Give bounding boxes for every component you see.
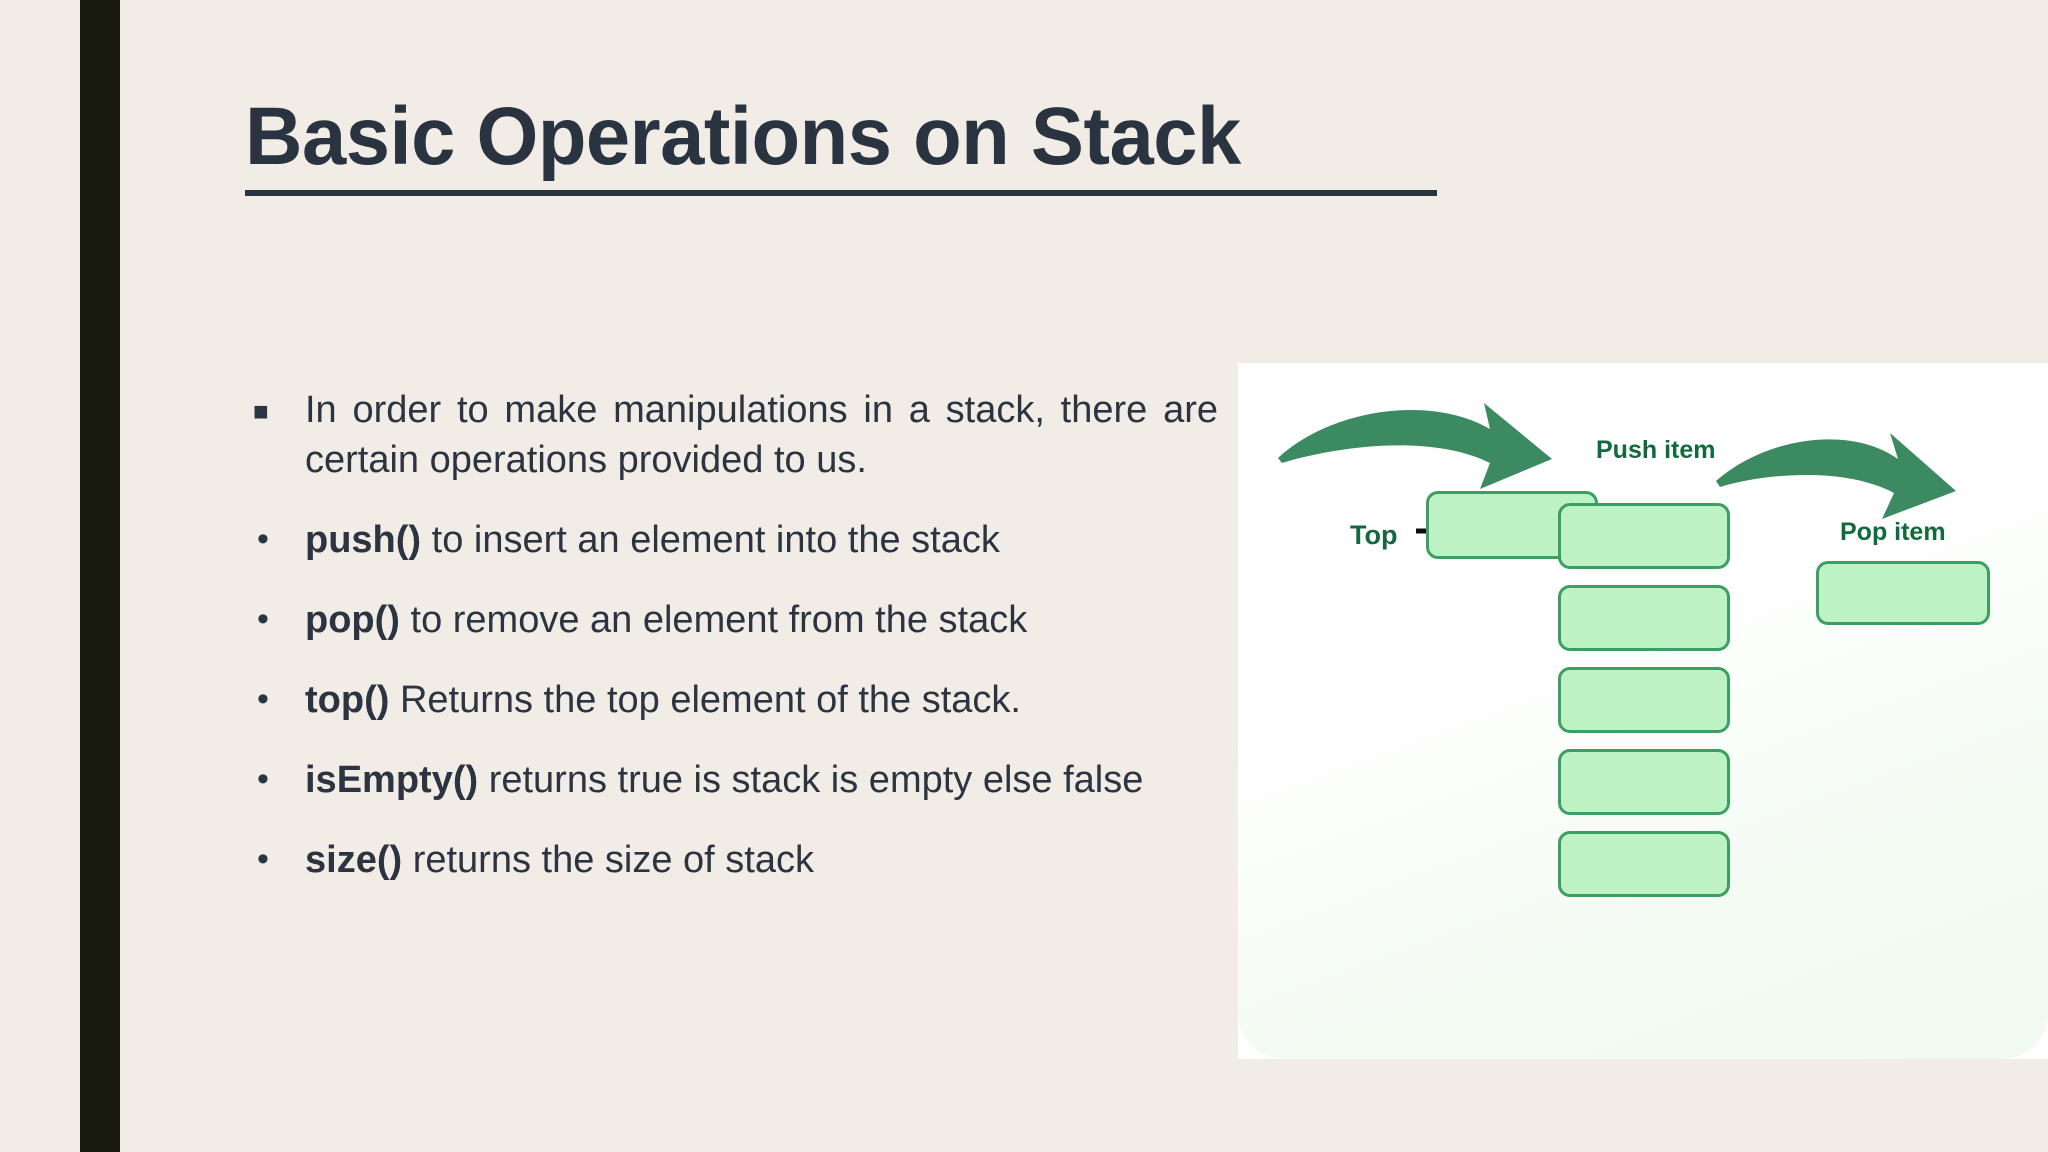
push-arrow-icon	[1278, 403, 1552, 489]
pop-arrow-icon	[1716, 433, 1956, 519]
list-item: • top() Returns the top element of the s…	[243, 675, 1218, 725]
list-item: ■ In order to make manipulations in a st…	[243, 385, 1218, 485]
dot-bullet-icon: •	[257, 840, 269, 878]
list-item-text: In order to make manipulations in a stac…	[305, 389, 1218, 481]
list-item-text: pop() to remove an element from the stac…	[305, 599, 1028, 641]
pop-item-box	[1816, 561, 1990, 625]
dot-bullet-icon: •	[257, 680, 269, 718]
list-item-lead: top()	[305, 679, 390, 721]
list-item-lead: pop()	[305, 599, 400, 641]
list-item: • push() to insert an element into the s…	[243, 515, 1218, 565]
pop-item-label: Pop item	[1840, 518, 1946, 546]
list-item-text: isEmpty() returns true is stack is empty…	[305, 759, 1144, 801]
dot-bullet-icon: •	[257, 520, 269, 558]
bullet-list: ■ In order to make manipulations in a st…	[243, 385, 1218, 885]
dot-bullet-icon: •	[257, 760, 269, 798]
push-item-label: Push item	[1596, 436, 1716, 464]
list-item-text: size() returns the size of stack	[305, 839, 814, 881]
list-item: • size() returns the size of stack	[243, 835, 1218, 885]
left-accent-stripe	[80, 0, 120, 1152]
title-underline	[245, 190, 1437, 196]
stack-box-4	[1558, 749, 1730, 815]
stack-box-5	[1558, 831, 1730, 897]
page-title: Basic Operations on Stack	[245, 91, 1241, 182]
top-pointer-label: Top	[1350, 520, 1398, 550]
stack-box-2	[1558, 585, 1730, 651]
list-item-lead: size()	[305, 839, 403, 881]
list-item-lead: isEmpty()	[305, 759, 479, 801]
dot-bullet-icon: •	[257, 600, 269, 638]
page-title-block: Basic Operations on Stack	[245, 96, 1445, 196]
list-item: • isEmpty() returns true is stack is emp…	[243, 755, 1218, 805]
square-bullet-icon: ■	[253, 396, 269, 426]
stack-box-3	[1558, 667, 1730, 733]
list-item-lead: push()	[305, 519, 422, 561]
list-item-text: top() Returns the top element of the sta…	[305, 679, 1021, 721]
list-item-text: push() to insert an element into the sta…	[305, 519, 1000, 561]
stack-diagram-panel: Push item Pop item Top	[1238, 363, 2048, 1059]
list-item: • pop() to remove an element from the st…	[243, 595, 1218, 645]
stack-diagram-canvas: Push item Pop item Top	[1238, 363, 2048, 1059]
stack-box-1	[1558, 503, 1730, 569]
